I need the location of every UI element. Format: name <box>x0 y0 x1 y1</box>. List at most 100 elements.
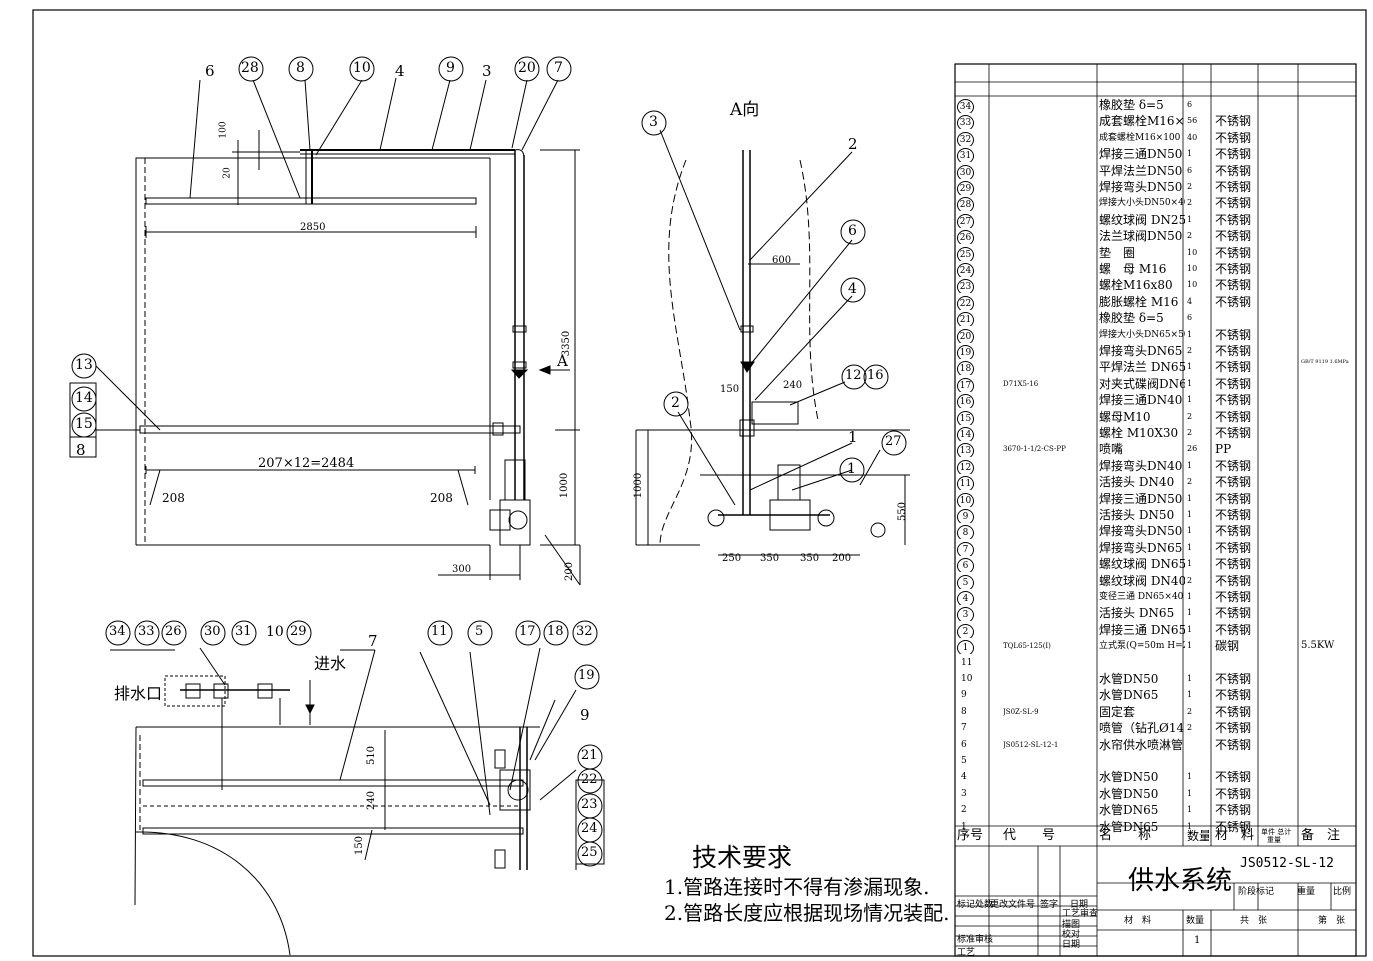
bom-row-code <box>1003 327 1095 343</box>
bom-row-remark <box>1301 802 1355 818</box>
front-callouts <box>71 56 572 438</box>
bom-row-material: 不锈钢 <box>1215 426 1252 440</box>
bom-row-remark <box>1301 425 1355 441</box>
plan-dim-150: 150 <box>354 835 366 856</box>
bom-row-remark <box>1301 704 1355 720</box>
bom-row-remark: 5.5KW <box>1301 640 1335 652</box>
bom-row-name: 焊接弯头DN40 <box>1099 458 1183 473</box>
callout-8b: 8 <box>76 441 86 459</box>
bom-row-no: 20 <box>957 327 989 343</box>
bom-row-no-circle: 8 <box>957 525 974 540</box>
bom-row-code <box>1003 425 1095 441</box>
plan-callout-18: 18 <box>547 624 564 639</box>
bom-row-code <box>1003 294 1095 310</box>
bom-row-remark <box>1301 523 1355 539</box>
bom-row-no-circle: 5 <box>957 574 974 589</box>
bom-row-qty: 4 <box>1187 296 1193 306</box>
bom-row-material: 不锈钢 <box>1215 737 1252 752</box>
bom-row-no: 23 <box>957 277 989 294</box>
bom-row-remark <box>1301 310 1355 326</box>
bom-row-name: 变径三通 DN65×40 <box>1099 592 1184 602</box>
bom-row-name: 螺纹球阀 DN25 <box>1099 212 1185 227</box>
bom-row-qty: 1 <box>1187 608 1193 618</box>
plan-callout-19: 19 <box>578 668 595 683</box>
tb-date2: 日期 <box>1062 940 1081 950</box>
plan-callout-31: 31 <box>235 624 252 639</box>
bom-row-code <box>1003 343 1095 359</box>
bom-row-material: 不锈钢 <box>1215 196 1252 211</box>
dim-20: 20 <box>222 167 233 179</box>
bom-row-no: 25 <box>957 245 989 261</box>
bom-row-no: 6 <box>961 739 967 750</box>
bom-row-remark <box>1301 146 1355 162</box>
bom-row-no: 2 <box>961 805 967 816</box>
bom-row-qty: 1 <box>1187 149 1193 159</box>
bom-row-no: 11 <box>961 657 973 668</box>
bom-row-code <box>1003 491 1095 507</box>
side-dim-1000: 1000 <box>633 472 645 499</box>
bom-row-qty: 1 <box>1187 690 1193 700</box>
bom-row-code <box>1003 261 1095 277</box>
bom-row-code <box>1003 540 1095 556</box>
bom-row-remark <box>1301 409 1355 425</box>
bom-row-name <box>1099 753 1185 769</box>
bom-row-no-circle: 34 <box>957 99 974 113</box>
bom-row-remark <box>1301 507 1355 523</box>
inlet-label: 进水 <box>314 654 347 673</box>
bom-row-no: 29 <box>957 179 989 195</box>
tb-process-review: 工艺审查 <box>1062 909 1099 919</box>
bom-row-name: 活接头 DN65 <box>1099 606 1175 621</box>
side-dim-150: 150 <box>720 384 740 395</box>
bom-row-qty: 2 <box>1187 231 1193 241</box>
bom-row-no: 24 <box>957 261 989 277</box>
callout-8: 8 <box>296 60 305 76</box>
bom-row-material: 不锈钢 <box>1215 786 1252 801</box>
bom-row-name: 螺栓 M10X30 <box>1099 426 1179 440</box>
header-name: 名 称 <box>1099 828 1152 843</box>
bom-row-code <box>1003 605 1095 621</box>
bom-row-remark <box>1301 769 1355 785</box>
side-callout-6: 6 <box>848 223 857 239</box>
plan-callout-22: 22 <box>581 772 598 787</box>
bom-row-qty: 26 <box>1187 444 1198 454</box>
tb-sheet: 第 张 <box>1318 916 1346 926</box>
bom-row-no-circle: 28 <box>957 197 974 212</box>
bom-row-remark <box>1301 294 1355 310</box>
bom-row-name <box>1099 655 1185 671</box>
drawing-number: JS0512-SL-12 <box>1240 856 1334 871</box>
bom-row-no-circle: 17 <box>957 377 974 392</box>
bom-row-material: 不锈钢 <box>1215 672 1252 686</box>
bom-row-remark <box>1301 163 1355 179</box>
side-dim-550: 550 <box>897 501 909 522</box>
bom-row-material: 不锈钢 <box>1215 491 1252 506</box>
bom-row-remark <box>1301 753 1355 769</box>
bom-row-remark <box>1301 671 1355 687</box>
bom-row-remark <box>1301 786 1355 802</box>
bom-row-material: PP <box>1215 442 1232 457</box>
bom-row-qty: 1 <box>1187 592 1193 601</box>
bom-row-remark <box>1301 228 1355 244</box>
bom-row-remark <box>1301 573 1355 589</box>
bom-row-no-circle: 15 <box>957 410 974 425</box>
tb-sign: 签字 <box>1040 900 1059 910</box>
bom-row-qty: 1 <box>1187 214 1193 224</box>
bom-row-name: 固定套 <box>1099 704 1136 719</box>
bom-row-no: 28 <box>957 195 989 212</box>
bom-row-material: 不锈钢 <box>1215 393 1252 408</box>
plan-callouts <box>105 620 603 867</box>
bom-row-name: 螺纹球阀 DN40 <box>1099 573 1185 588</box>
plan-dim-510: 510 <box>366 745 378 766</box>
bom-row-name: 水管DN65 <box>1099 688 1159 703</box>
bom-row-name: 焊接大小头DN65×50 <box>1099 329 1185 340</box>
bom-row-code <box>1003 195 1095 211</box>
bom-row-qty: 1 <box>1187 526 1193 536</box>
